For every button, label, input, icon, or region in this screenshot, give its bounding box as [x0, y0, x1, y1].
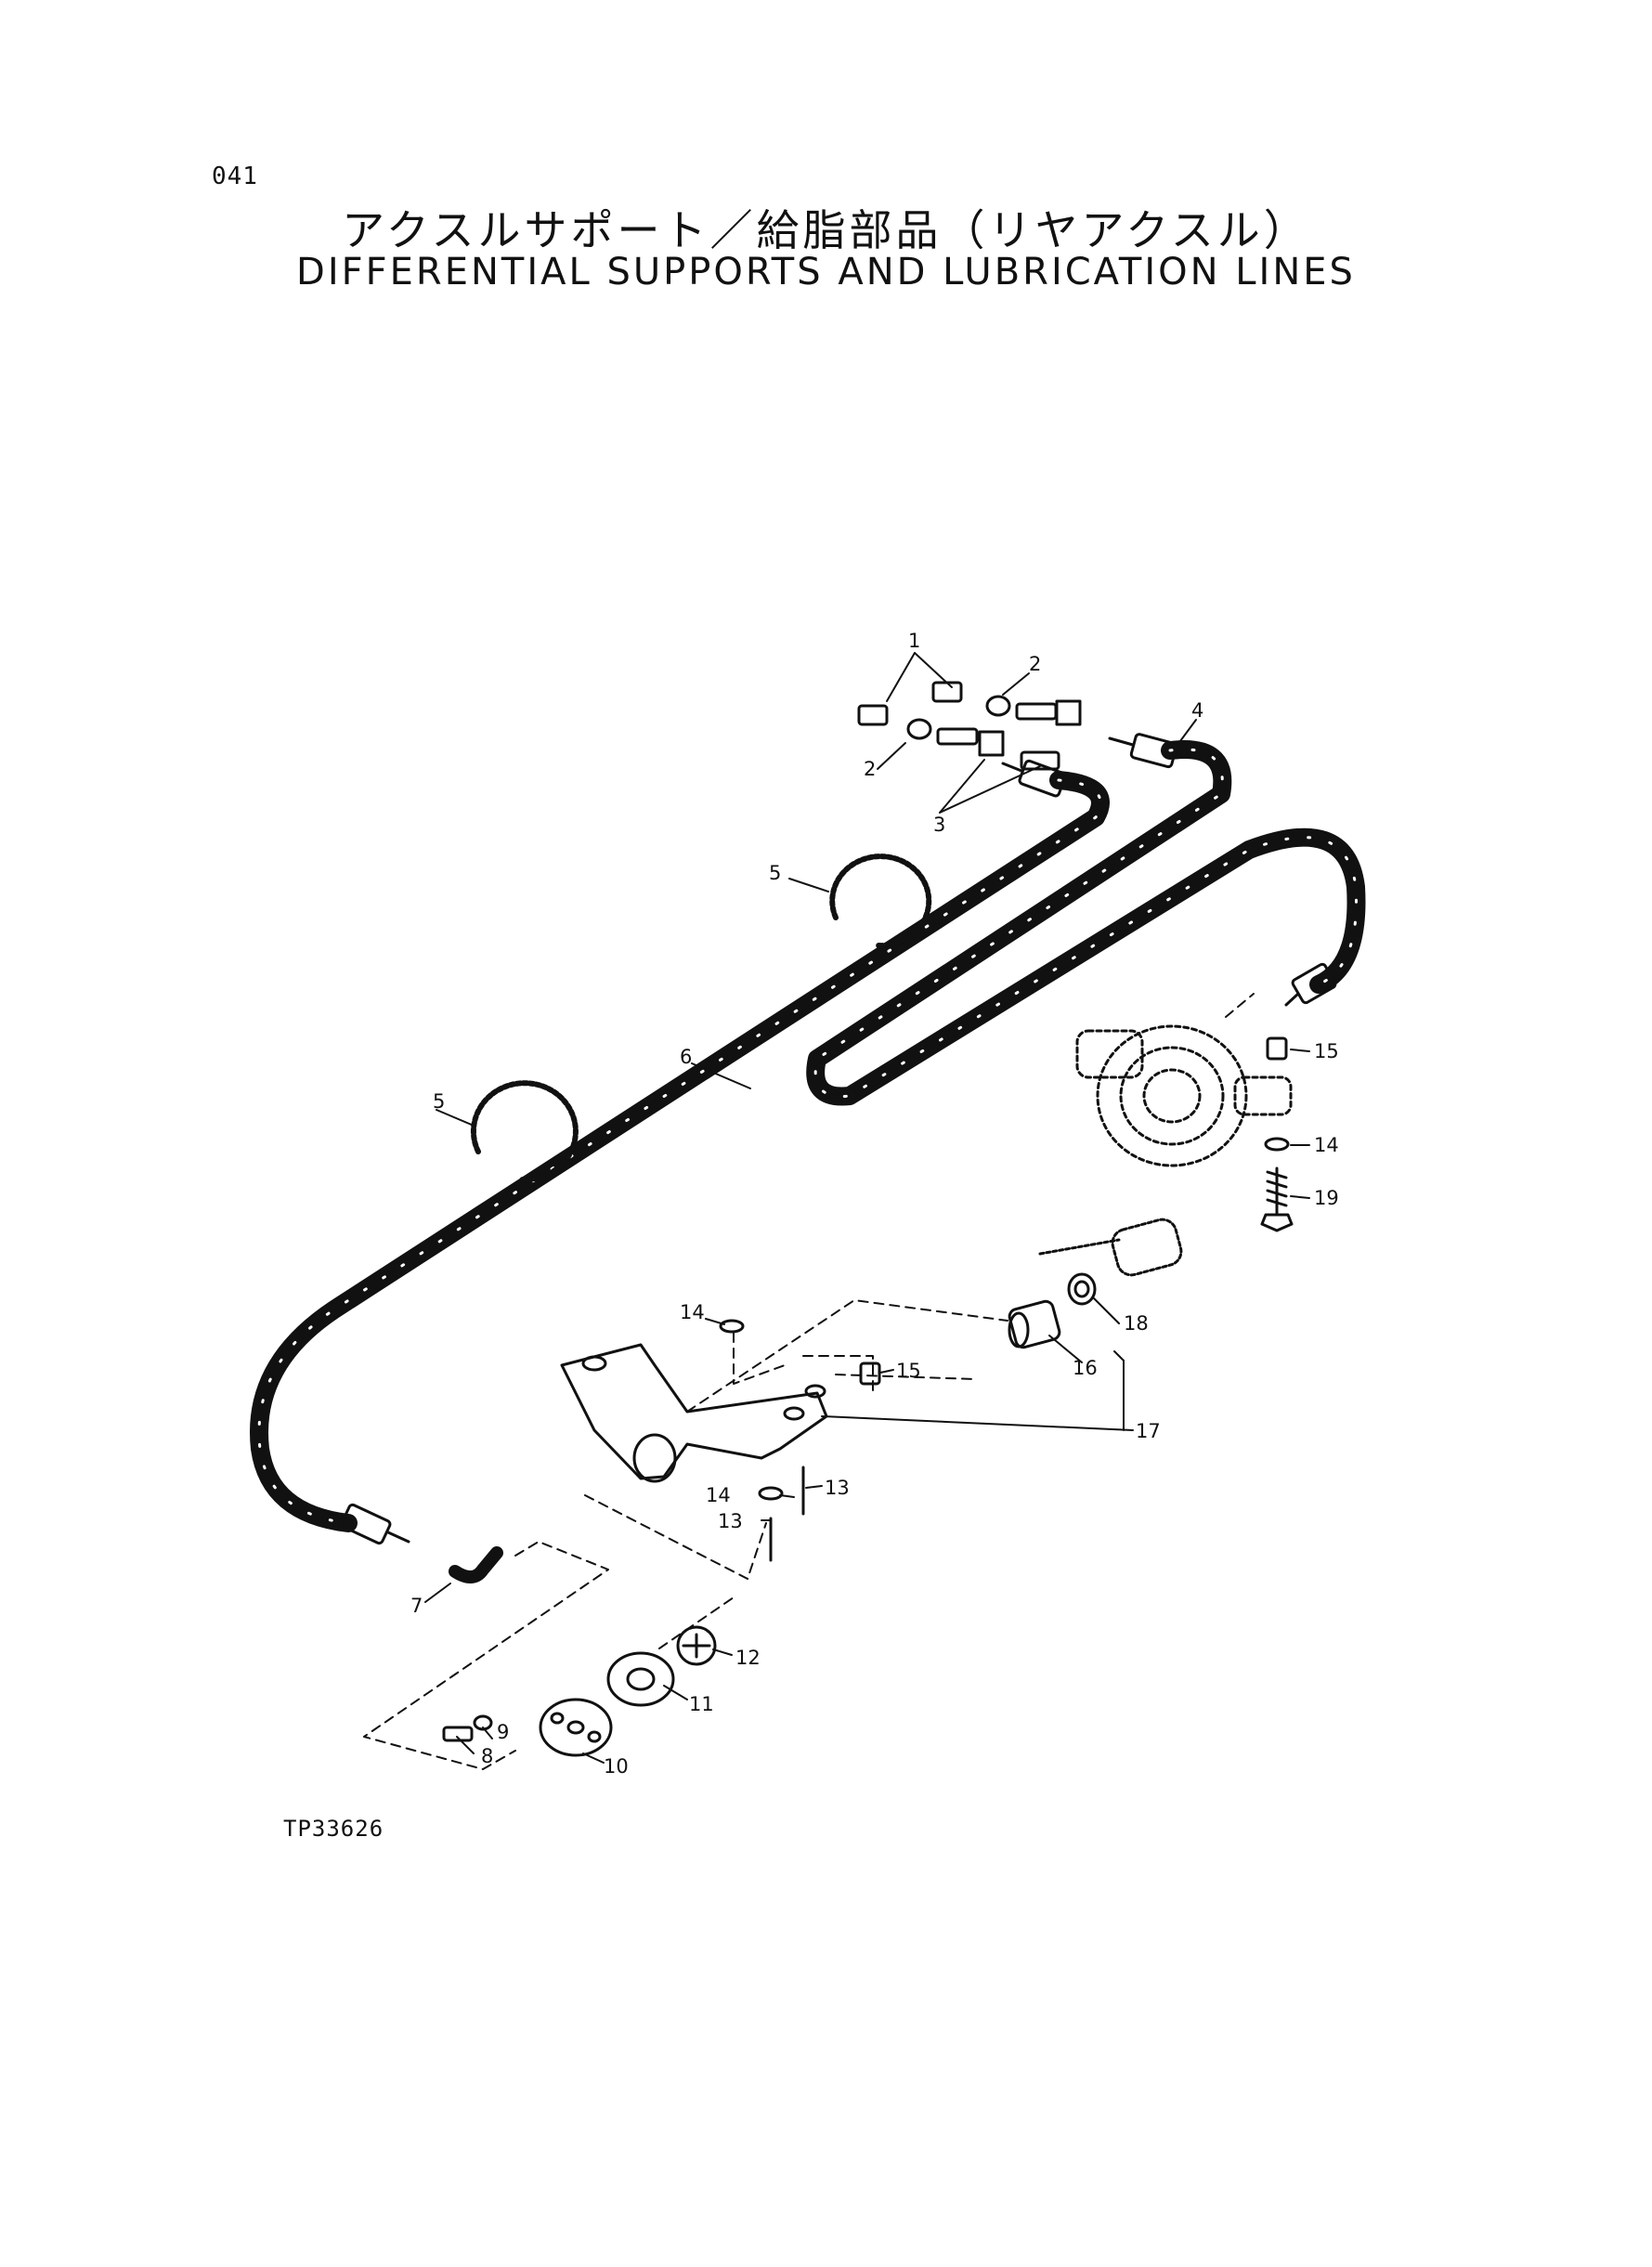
- callout-14-right: 14: [1314, 1134, 1339, 1156]
- bushing-16: [1008, 1299, 1061, 1349]
- callout-2-top: 2: [1029, 653, 1041, 675]
- callout-15-right: 15: [1314, 1040, 1339, 1062]
- leader-lines: [424, 652, 1310, 1764]
- callout-5-lower: 5: [433, 1090, 445, 1113]
- ring-18: [1067, 1272, 1097, 1306]
- callout-17: 17: [1136, 1420, 1161, 1442]
- snap-ring-upper: [829, 853, 932, 949]
- hose-long: [250, 771, 1110, 1532]
- hose-fitting-right: [1284, 962, 1337, 1007]
- title-english: DIFFERENTIAL SUPPORTS AND LUBRICATION LI…: [296, 251, 1356, 293]
- callout-14-lower: 14: [706, 1484, 731, 1506]
- cover-plates: [442, 1625, 717, 1757]
- callout-5-upper: 5: [769, 862, 781, 884]
- callout-13-left: 13: [718, 1510, 743, 1532]
- elbow-fitting: [449, 1546, 503, 1583]
- mount-bolt-right: [1260, 1036, 1294, 1232]
- callout-3: 3: [933, 814, 945, 836]
- callout-15-middle: 15: [896, 1360, 921, 1382]
- guide-lines: [363, 993, 1255, 1770]
- hose-fitting-top-right: [1108, 733, 1178, 769]
- callout-4: 4: [1191, 699, 1203, 722]
- callout-16: 16: [1073, 1357, 1098, 1379]
- page-number: 041: [212, 163, 258, 190]
- snap-ring-lower: [470, 1080, 579, 1183]
- callout-1: 1: [908, 630, 920, 652]
- hose-loop: [806, 740, 1366, 1106]
- title-japanese: アクスルサポート／給脂部品（リヤアクスル）: [342, 205, 1310, 255]
- figure-id: TP33626: [283, 1816, 384, 1842]
- hose-fitting-bottom: [340, 1503, 410, 1545]
- callout-13-right: 13: [825, 1477, 850, 1499]
- callout-2-left: 2: [864, 758, 876, 780]
- fitting-group-top: [857, 681, 1082, 771]
- callout-14-upper: 14: [680, 1301, 705, 1323]
- support-bracket: [560, 1343, 828, 1483]
- callout-6: 6: [680, 1046, 692, 1068]
- callout-12: 12: [735, 1647, 761, 1669]
- callout-10: 10: [604, 1755, 629, 1778]
- differential-housing: [1075, 1024, 1293, 1167]
- callout-18: 18: [1124, 1312, 1149, 1335]
- callout-19: 19: [1314, 1187, 1339, 1209]
- callout-7: 7: [410, 1595, 423, 1617]
- callout-9: 9: [497, 1721, 509, 1743]
- callout-8: 8: [481, 1745, 493, 1767]
- callout-11: 11: [689, 1693, 714, 1715]
- hose-fitting-top-left: [1001, 759, 1067, 798]
- washer-nut-bracket: [719, 1319, 881, 1562]
- pivot-pin: [1038, 1218, 1183, 1277]
